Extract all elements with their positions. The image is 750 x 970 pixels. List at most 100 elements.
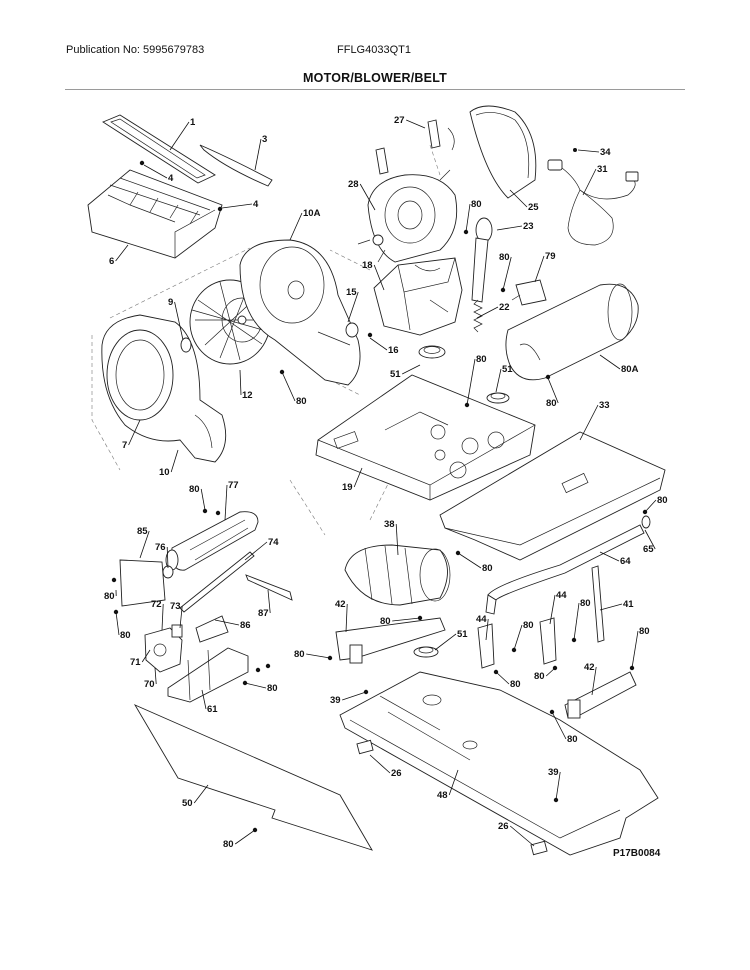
model-number: FFLG4033QT1: [337, 44, 411, 56]
callout-c31: 31: [597, 164, 608, 175]
leader-line-c23: [496, 225, 523, 231]
leader-line-c44a: [549, 594, 556, 625]
callout-c80e: 80: [296, 396, 307, 407]
callout-c80g: 80: [657, 495, 668, 506]
leader-line-c77: [224, 484, 228, 521]
leader-line-c51b: [495, 368, 502, 393]
callout-c51a: 51: [390, 369, 401, 380]
leader-line-c80b: [502, 256, 512, 291]
leader-line-c65: [644, 529, 656, 550]
leader-line-c39b: [555, 771, 561, 801]
callout-c85: 85: [137, 526, 148, 537]
callout-c48: 48: [437, 790, 448, 801]
part-9-bearing: [180, 337, 192, 353]
leader-line-c80r: [545, 667, 556, 677]
callout-c42a: 42: [335, 599, 346, 610]
callout-c61: 61: [207, 704, 218, 715]
callout-c65: 65: [643, 544, 654, 555]
leader-line-c48: [448, 769, 459, 796]
callout-c7: 7: [122, 440, 127, 451]
callout-c80r: 80: [534, 671, 545, 682]
part-10A-blower-housing-rear: [239, 239, 361, 386]
part-22-idler-spring: [473, 299, 483, 333]
callout-c10A: 10A: [303, 208, 321, 219]
leader-line-c80s: [551, 711, 567, 740]
leader-line-c80l: [513, 624, 523, 651]
callout-c41: 41: [623, 599, 634, 610]
callout-c80t: 80: [223, 839, 234, 850]
leader-line-c16: [369, 337, 388, 351]
callout-c77: 77: [228, 480, 239, 491]
leader-line-c4b: [221, 203, 253, 209]
part-26-feet: [356, 739, 548, 856]
leader-line-c6: [115, 244, 129, 262]
callout-c80f: 80: [189, 484, 200, 495]
leader-line-c26b: [509, 825, 535, 847]
leader-line-c71: [141, 649, 151, 663]
leader-line-c42a: [345, 603, 348, 633]
leader-line-c87: [267, 589, 271, 614]
callout-c72: 72: [151, 599, 162, 610]
part-70-gas-valve: [144, 624, 183, 673]
callout-c38: 38: [384, 519, 395, 530]
callout-c3: 3: [262, 134, 267, 145]
callout-c16: 16: [388, 345, 399, 356]
leader-line-c80d: [547, 377, 559, 404]
leader-line-c80c: [466, 358, 476, 406]
part-28-motor: [357, 169, 458, 263]
callout-c12: 12: [242, 390, 253, 401]
leader-line-c80g: [644, 499, 657, 513]
callout-c4b: 4: [253, 199, 259, 210]
leader-line-c1: [169, 121, 190, 151]
leader-line-c80j: [573, 602, 580, 641]
leader-line-c64: [599, 551, 620, 562]
callout-c80k: 80: [380, 616, 391, 627]
leader-line-c4a: [143, 164, 168, 179]
callout-c44a: 44: [556, 590, 567, 601]
header-divider: [65, 89, 685, 90]
callout-c6: 6: [109, 256, 114, 267]
leader-line-c85: [139, 530, 150, 559]
callout-c9: 9: [168, 297, 173, 308]
leader-line-c61: [201, 689, 207, 710]
leader-line-c79: [534, 255, 545, 283]
callout-c80l: 80: [523, 620, 534, 631]
callout-c26a: 26: [391, 768, 402, 779]
part-61-burner-bracket: [167, 647, 249, 703]
callout-c80o: 80: [294, 649, 305, 660]
part-86-bracket: [195, 615, 229, 643]
leader-line-c80k: [392, 617, 421, 622]
leader-line-c80A: [599, 354, 621, 370]
part-23-idler-pulley: [471, 217, 493, 303]
leader-line-c7: [128, 419, 141, 446]
part-18-motor-mount: [373, 257, 463, 336]
part-1-gasket: [102, 114, 216, 184]
publication-number: Publication No: 5995679783: [66, 44, 205, 56]
callout-c10: 10: [159, 467, 170, 478]
leader-line-c25: [509, 189, 528, 208]
leader-line-c73: [179, 605, 183, 629]
part-51-seals: [413, 345, 510, 658]
leader-line-c15: [347, 291, 359, 323]
callout-c39a: 39: [330, 695, 341, 706]
leader-line-c10A: [289, 212, 303, 241]
leader-line-c22: [476, 306, 499, 319]
leader-line-c19: [353, 467, 363, 488]
leader-line-c80a: [465, 203, 471, 233]
callout-c22: 22: [499, 302, 510, 313]
callout-c80j: 80: [580, 598, 591, 609]
callout-c80n: 80: [639, 626, 650, 637]
leader-line-c80q: [495, 671, 510, 685]
part-15-clip: [345, 322, 359, 338]
part-44-bracket-left: [477, 623, 495, 669]
part-31-power-cord: [547, 148, 639, 246]
callout-c34: 34: [600, 147, 611, 158]
part-64-exhaust-tube: [485, 515, 651, 615]
part-41-rail: [591, 565, 605, 643]
callout-c64: 64: [620, 556, 631, 567]
leader-line-c80f: [200, 488, 206, 511]
leader-line-c76: [166, 546, 169, 569]
callout-c18: 18: [362, 260, 373, 271]
leader-line-c39a: [342, 691, 367, 701]
